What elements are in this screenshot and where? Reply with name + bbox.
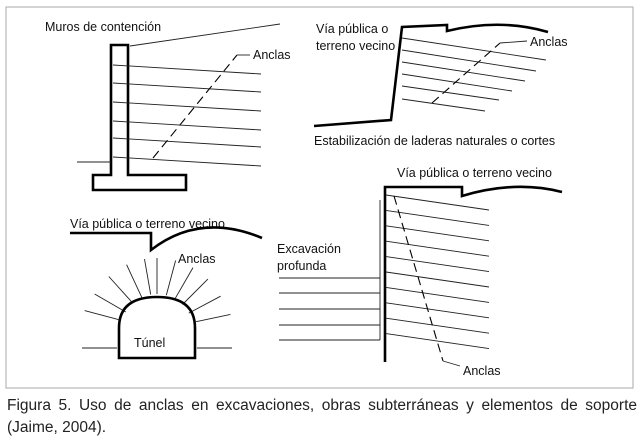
anchor-ray xyxy=(84,310,119,321)
anchor-ray xyxy=(108,276,134,304)
soil-layer-line xyxy=(385,302,490,319)
soil-layer-line xyxy=(385,317,490,334)
tunnel-top-label: Vía pública o terreno vecino xyxy=(70,217,225,231)
excavation-label-1: Excavación xyxy=(277,242,341,256)
excavation-label-2: profunda xyxy=(277,259,326,273)
slope-caption: Estabilización de laderas naturales o co… xyxy=(314,134,555,148)
excavation-wall xyxy=(383,185,563,362)
soil-layer-line xyxy=(385,225,490,242)
soil-layer-line xyxy=(401,85,500,101)
anchor-leader xyxy=(442,360,461,367)
soil-layer-line xyxy=(385,256,490,273)
anchor-label: Anclas xyxy=(463,364,501,378)
soil-layer-line xyxy=(401,49,537,72)
soil-layers xyxy=(279,194,490,350)
excavation-panel: Vía pública o terreno vecino Anclas Exca… xyxy=(277,166,563,378)
anchor-leader xyxy=(499,40,528,44)
anchor-line xyxy=(431,42,501,104)
anchor-ray xyxy=(182,278,209,305)
retaining-wall-panel: Muros de contención Anclas xyxy=(45,20,291,192)
soil-layer-line xyxy=(385,209,490,226)
soil-layer-line xyxy=(112,137,262,148)
soil-layer-line xyxy=(112,120,262,131)
soil-layer-line xyxy=(401,73,513,92)
anchor-ray xyxy=(188,295,221,314)
anchor-line xyxy=(152,54,238,159)
retaining-wall-title: Muros de contención xyxy=(45,20,161,34)
soil-layer-line xyxy=(385,271,490,288)
soil-layer-line xyxy=(112,82,262,93)
soil-layer-line xyxy=(112,64,262,75)
anchor-ray xyxy=(196,313,231,323)
anchor-ray xyxy=(144,259,152,295)
anchor-ray xyxy=(94,293,127,313)
figure-caption: Figura 5. Uso de anclas en excavaciones,… xyxy=(7,397,637,436)
soil-layer-line xyxy=(385,240,490,257)
slope-top-label-1: Vía pública o xyxy=(316,22,388,36)
figure-frame xyxy=(5,6,634,389)
anchor-label: Anclas xyxy=(253,48,291,62)
soil-layer-line xyxy=(385,194,490,211)
slope-panel: Vía pública o terreno vecino Anclas Esta… xyxy=(313,22,568,148)
soil-layer-line xyxy=(401,61,526,82)
anchor-ray xyxy=(165,260,177,296)
ground-profile xyxy=(70,226,263,253)
anchor-label: Anclas xyxy=(178,252,216,266)
ground-slope xyxy=(129,23,281,47)
tunnel-outline xyxy=(117,295,197,360)
soil-layer-line xyxy=(112,156,262,167)
soil-layer-line xyxy=(401,98,486,112)
tunnel-panel: Vía pública o terreno vecino Anclas Túne… xyxy=(70,217,263,360)
slope-profile xyxy=(313,23,549,128)
excavation-top-label: Vía pública o terreno vecino xyxy=(397,166,552,180)
slope-top-label-2: terreno vecino xyxy=(316,39,395,53)
tunnel-label: Túnel xyxy=(134,336,165,350)
soil-layer-line xyxy=(385,333,490,350)
soil-layer-line xyxy=(112,101,262,112)
retaining-wall xyxy=(91,43,188,192)
anchor-ray xyxy=(126,264,143,298)
soil-layer-line xyxy=(401,37,547,61)
anchor-label: Anclas xyxy=(530,35,568,49)
soil-layers xyxy=(401,37,547,112)
soil-layer-line xyxy=(385,286,490,303)
soil-layers xyxy=(112,64,262,167)
anchor-ray xyxy=(174,267,194,300)
anchor-rays xyxy=(82,258,232,349)
anchor-line xyxy=(393,195,444,362)
